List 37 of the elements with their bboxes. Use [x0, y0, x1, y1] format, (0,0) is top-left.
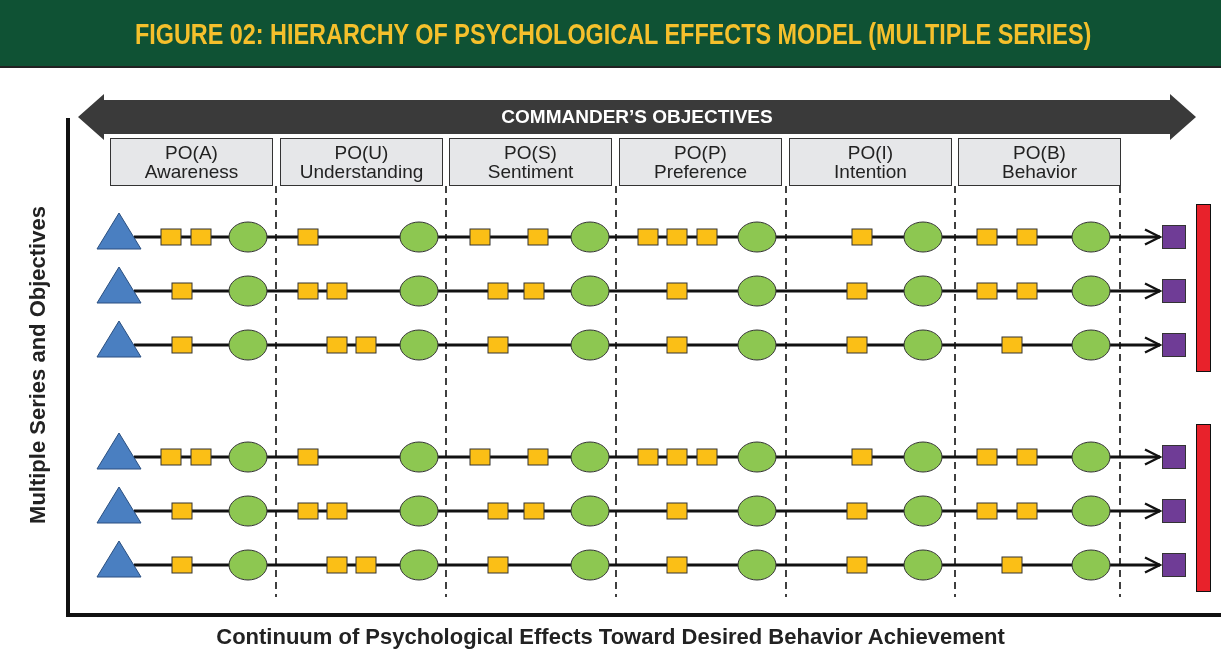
header-box — [619, 138, 782, 186]
triangle-marker — [96, 486, 142, 524]
goal-square — [1162, 445, 1186, 469]
header-box — [110, 138, 273, 186]
triangle-marker — [96, 540, 142, 578]
goal-square — [1162, 225, 1186, 249]
triangle-marker — [96, 432, 142, 470]
goal-square — [1162, 279, 1186, 303]
header-box — [449, 138, 612, 186]
axis-label: Continuum of Psychological Effects Toward Desired Behavior Achievement — [216, 624, 1005, 649]
objective-code: PO(U) — [334, 143, 389, 162]
bracket-bar — [1196, 424, 1211, 592]
objective-name: Preference — [654, 162, 747, 181]
header-box — [280, 138, 443, 186]
goal-square — [1162, 333, 1186, 357]
bracket-bar — [1196, 204, 1211, 372]
double-arrow-band — [78, 94, 1196, 140]
objective-code: PO(B) — [1013, 143, 1066, 162]
objective-name: Intention — [834, 162, 907, 181]
triangle-marker — [96, 212, 142, 250]
objective-name: Understanding — [299, 162, 424, 181]
axis-label: Multiple Series and Objectives — [25, 206, 51, 524]
title-banner: FIGURE 02: HIERARCHY OF PSYCHOLOGICAL EFFECTS MODEL (MULTIPLE SERIES) — [0, 0, 1221, 68]
objective-code: PO(A) — [165, 143, 218, 162]
objective-code: PO(I) — [847, 143, 894, 162]
header-box — [958, 138, 1121, 186]
triangle-marker — [96, 320, 142, 358]
objective-code: PO(S) — [504, 143, 557, 162]
objective-name: Behavior — [1002, 162, 1077, 181]
objective-code: PO(P) — [674, 143, 727, 162]
band-heading: COMMANDER’S OBJECTIVES — [501, 106, 773, 128]
objective-name: Awareness — [144, 162, 239, 181]
goal-square — [1162, 553, 1186, 577]
triangle-marker — [96, 266, 142, 304]
goal-square — [1162, 499, 1186, 523]
objective-name: Sentiment — [487, 162, 574, 181]
header-box — [789, 138, 952, 186]
